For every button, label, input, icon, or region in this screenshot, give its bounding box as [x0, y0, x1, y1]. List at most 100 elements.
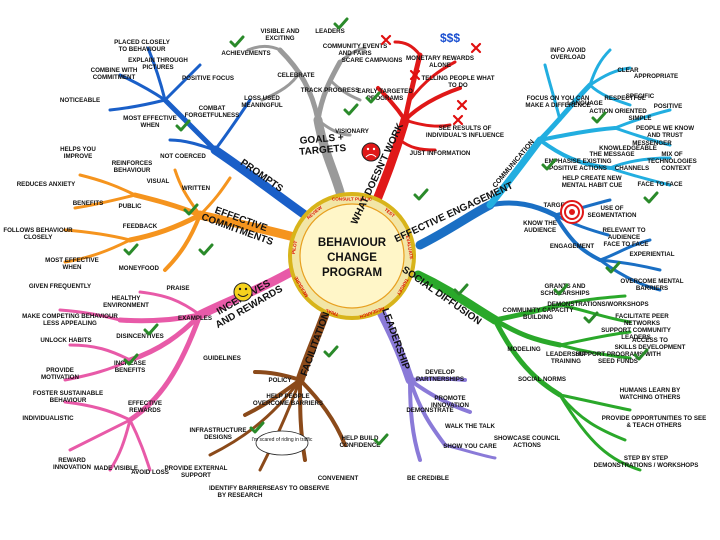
goals-leaf: LEADERS [315, 28, 345, 35]
leadership-leaf: DEVELOPPARTNERSHIPS [416, 369, 464, 383]
effective-engagement-leaf: RELEVANT TOAUDIENCE [602, 227, 645, 241]
check-icon [200, 245, 212, 254]
communication-leaf: APPROPRIATE [634, 73, 678, 80]
effective-commitments-leaf: MONEY [119, 265, 143, 272]
what-doesnt-work-leaf: TELLING PEOPLE WHATTO DO [421, 75, 494, 89]
incentives-leaf: INDIVIDUALISTIC [22, 415, 74, 422]
effective-commitments-leaf: HEALTHYENVIRONMENT [103, 295, 149, 309]
social-diffusion-leaf: DEMONSTRATIONS/WORKSHOPS [547, 301, 648, 308]
leadership-leaf: DEMONSTRATE [406, 407, 453, 414]
communication-leaf: LANGUAGE [567, 100, 602, 107]
effective-commitments-leaf: WRITTEN [182, 185, 211, 192]
incentives-leaf: DISINCENTIVES [116, 333, 163, 340]
communication-leaf: FACE TO FACE [638, 181, 683, 188]
center-title-line1: BEHAVIOUR [318, 237, 387, 249]
check-icon [455, 285, 467, 294]
center-title-line3: PROGRAM [322, 267, 382, 279]
goals-leaf: VISIONARY [335, 128, 370, 135]
incentives-leaf: FOSTER SUSTAINABLEBEHAVIOUR [33, 390, 103, 404]
leadership-leaf: SHOW YOU CARE [443, 443, 497, 450]
communication-leaf: CHANNELS [615, 165, 649, 172]
facilitation-leaf: HELP BUILDCONFIDENCE [340, 435, 381, 449]
effective-engagement-leaf: KNOW THEAUDIENCE [523, 220, 557, 234]
check-icon [415, 190, 427, 199]
sad-face-icon [362, 143, 380, 161]
facilitation-leaf: POLICY [268, 377, 292, 384]
effective-commitments-leaf: FOOD [141, 265, 159, 272]
check-icon [335, 19, 347, 28]
what-doesnt-work-leaf: JUST INFORMATION [410, 150, 471, 157]
target-icon [561, 201, 583, 223]
effective-commitments-leaf: BENEFITS [73, 200, 104, 207]
incentives-leaf: AVOID LOSS [131, 469, 169, 476]
goals-leaf: LOSS USEDMEANINGFUL [241, 95, 282, 109]
social-diffusion-leaf: SOCIAL NORMS [518, 376, 566, 383]
cross-icon [472, 44, 480, 52]
effective-engagement-leaf: FACE TO FACE [604, 241, 649, 248]
effective-engagement-leaf: EXPERIENTIAL [629, 251, 674, 258]
communication-leaf: CONTEXT [661, 165, 691, 172]
label-goals-targets: GOALS +TARGETS [298, 132, 347, 158]
effective-engagement-leaf: ENGAGEMENT [550, 243, 595, 250]
center-title-line2: CHANGE [327, 252, 377, 264]
leadership-leaf: WALK THE TALK [445, 423, 496, 430]
prompts-leaf: POSITIVE FOCUS [182, 75, 234, 82]
effective-commitments-leaf: REDUCES ANXIETY [17, 181, 76, 188]
goals-leaf: ACHIEVEMENTS [221, 50, 270, 57]
label-leadership: LEADERSHIP [379, 307, 411, 372]
what-doesnt-work-leaf: EARLY TARGETEDPROGRAMS [357, 88, 413, 102]
label-effective-engagement: EFFECTIVE ENGAGEMENT [393, 180, 515, 245]
label-social-diffusion: SOCIAL DIFFUSION [400, 264, 484, 327]
effective-commitments-leaf: PRAISE [166, 285, 189, 292]
smiley-icon [234, 283, 252, 301]
communication-leaf: SIMPLE [628, 115, 651, 122]
effective-commitments-leaf: REINFORCESBEHAVIOUR [112, 160, 153, 174]
check-icon [585, 313, 597, 322]
svg-text:$$$: $$$ [440, 31, 460, 45]
leadership-leaf: BE CREDIBLE [407, 475, 449, 482]
speech-text: I'm scared of riding in traffic [252, 437, 313, 443]
social-diffusion-leaf: MODELING [507, 346, 541, 353]
goals-leaf: COMMUNITY EVENTSAND FAIRS [323, 43, 388, 57]
prompts-leaf: NOTICEABLE [60, 97, 100, 104]
goals-leaf: TRACK PROGRESS [301, 87, 359, 94]
effective-commitments-leaf: FEEDBACK [123, 223, 158, 230]
label-communication: COMMUNICATION [492, 139, 536, 190]
check-icon [231, 37, 243, 46]
social-diffusion-leaf: SUPPORT PROGRAMS WITHSEED FUNDS [575, 351, 661, 365]
label-effective-commitments: EFFECTIVECOMMITMENTS [200, 202, 279, 249]
check-icon [645, 193, 657, 202]
label-facilitation: FACILITATION [299, 311, 332, 378]
cross-icon [454, 116, 462, 124]
communication-leaf: RESPECTFUL [604, 95, 645, 102]
communication-leaf: POSITIVE [654, 103, 683, 110]
facilitation-leaf: CONVENIENT [318, 475, 359, 482]
facilitation-leaf: GUIDELINES [203, 355, 241, 362]
incentives-leaf: EXAMPLES [178, 315, 212, 322]
social-diffusion-leaf: PROVIDE OPPORTUNITIES TO SEE& TEACH OTHE… [602, 415, 706, 429]
communication-leaf: ACTION ORIENTED [589, 108, 647, 115]
what-doesnt-work-leaf: SCARE CAMPAIGNS [342, 57, 403, 64]
effective-commitments-leaf: PUBLIC [118, 203, 142, 210]
money-icon: $$$ [440, 31, 460, 45]
cross-icon [458, 101, 466, 109]
